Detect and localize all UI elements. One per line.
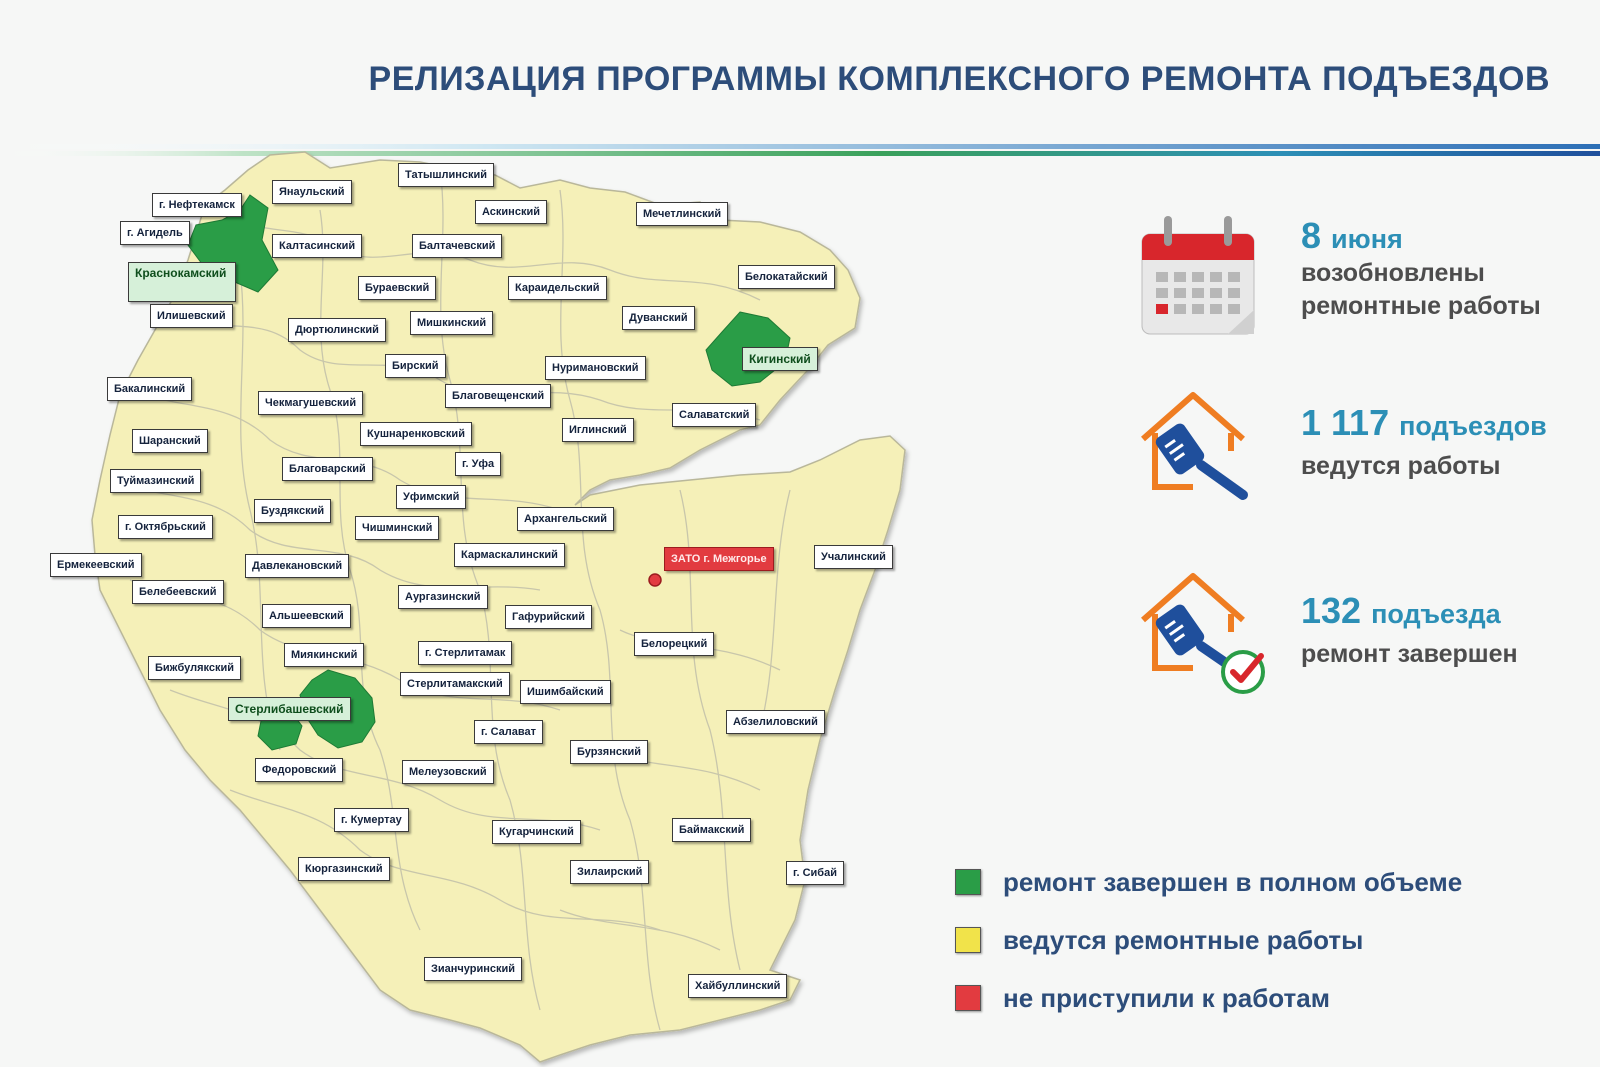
- region-label[interactable]: Бураевский: [358, 276, 437, 300]
- region-label[interactable]: Баймакский: [672, 818, 752, 842]
- legend-label: ведутся ремонтные работы: [1003, 924, 1364, 955]
- house-brush-check-icon: [1141, 573, 1265, 694]
- region-label[interactable]: г. Сибай: [786, 861, 844, 885]
- legend-label: ремонт завершен в полном объеме: [1003, 866, 1463, 897]
- ongoing-count: 1 117: [1301, 402, 1390, 443]
- region-label[interactable]: Кушнаренковский: [360, 422, 472, 446]
- region-label[interactable]: Стерлитамакский: [400, 672, 510, 696]
- legend-swatch-green: [955, 869, 981, 895]
- region-label[interactable]: Бирский: [385, 354, 446, 378]
- region-label[interactable]: Альшеевский: [262, 604, 351, 628]
- region-label[interactable]: Федоровский: [255, 758, 344, 782]
- region-label[interactable]: Зианчуринский: [424, 957, 523, 981]
- region-label[interactable]: Кюргазинский: [298, 857, 390, 881]
- region-label[interactable]: Гафурийский: [505, 605, 593, 629]
- legend-item-in-progress: ведутся ремонтные работы: [955, 924, 1363, 956]
- region-label[interactable]: Мечетлинский: [636, 202, 729, 226]
- legend-swatch-yellow: [955, 927, 981, 953]
- region-label[interactable]: Туймазинский: [110, 469, 202, 493]
- region-label[interactable]: Шаранский: [132, 429, 208, 453]
- region-label[interactable]: г. Уфа: [455, 452, 502, 476]
- region-label[interactable]: Янаульский: [272, 180, 352, 204]
- region-label[interactable]: Татышлинский: [398, 163, 495, 187]
- region-label[interactable]: г. Нефтекамск: [152, 193, 242, 217]
- legend-swatch-red: [955, 985, 981, 1011]
- region-label[interactable]: Чишминский: [355, 516, 440, 540]
- region-label[interactable]: Хайбуллинский: [688, 974, 788, 998]
- region-label[interactable]: Аургазинский: [398, 585, 488, 609]
- resume-date-day: 8: [1301, 215, 1322, 256]
- region-label[interactable]: Зилаирский: [570, 860, 650, 884]
- region-label[interactable]: Учалинский: [814, 545, 893, 569]
- region-label[interactable]: Балтачевский: [412, 234, 503, 258]
- region-label[interactable]: Архангельский: [517, 507, 614, 531]
- region-label[interactable]: Бурзянский: [570, 740, 648, 764]
- page-title: РЕЛИЗАЦИЯ ПРОГРАММЫ КОМПЛЕКСНОГО РЕМОНТА…: [368, 60, 1550, 98]
- calendar-icon: [1141, 216, 1255, 335]
- region-label[interactable]: Бижбулякский: [148, 656, 242, 680]
- resume-date-month: июня: [1331, 224, 1403, 254]
- header-divider: [0, 144, 1600, 156]
- region-label[interactable]: Абзелиловский: [726, 710, 825, 734]
- region-label[interactable]: Калтасинский: [272, 234, 363, 258]
- region-label[interactable]: Уфимский: [396, 485, 467, 509]
- region-label-not-started[interactable]: ЗАТО г. Межгорье: [664, 547, 774, 571]
- region-label[interactable]: Ишимбайский: [520, 680, 611, 704]
- region-label[interactable]: Благовещенский: [445, 384, 552, 408]
- region-label[interactable]: Давлекановский: [245, 554, 350, 578]
- region-label[interactable]: Мишкинский: [410, 311, 494, 335]
- region-label[interactable]: г. Стерлитамак: [418, 641, 513, 665]
- region-label[interactable]: г. Агидель: [120, 221, 190, 245]
- region-label-done[interactable]: Кигинский: [742, 347, 818, 371]
- region-label[interactable]: Кармаскалинский: [454, 543, 565, 567]
- region-label[interactable]: Миякинский: [284, 643, 365, 667]
- region-label[interactable]: г. Салават: [474, 720, 544, 744]
- ongoing-info: 1 117 подъездов ведутся работы: [1135, 402, 1595, 483]
- region-label[interactable]: Белебеевский: [132, 580, 224, 604]
- resume-info: 8 июня возобновлены ремонтные работы: [1135, 215, 1595, 323]
- region-label[interactable]: Салаватский: [672, 403, 757, 427]
- completed-count: 132: [1301, 590, 1362, 631]
- region-label[interactable]: Иглинский: [562, 418, 634, 442]
- region-label[interactable]: Буздякский: [254, 499, 332, 523]
- legend-item-not-started: не приступили к работам: [955, 982, 1330, 1014]
- ongoing-desc: ведутся работы: [1301, 452, 1501, 480]
- resume-line1: возобновлены: [1301, 259, 1485, 287]
- region-label[interactable]: Белокатайский: [738, 265, 835, 289]
- region-label[interactable]: Илишевский: [150, 304, 233, 328]
- region-label[interactable]: г. Октябрьский: [118, 515, 213, 539]
- region-label-done[interactable]: Стерлибашевский: [228, 697, 351, 721]
- completed-desc: ремонт завершен: [1301, 640, 1518, 668]
- region-label[interactable]: Аскинский: [475, 200, 547, 224]
- ongoing-unit: подъездов: [1399, 411, 1547, 441]
- region-label[interactable]: Дюртюлинский: [288, 318, 386, 342]
- region-label[interactable]: Нуримановский: [545, 356, 646, 380]
- legend-label: не приступили к работам: [1003, 982, 1330, 1013]
- region-label-done[interactable]: Краснокамский: [128, 262, 236, 302]
- region-label[interactable]: Бакалинский: [107, 377, 193, 401]
- region-label[interactable]: Благоварский: [282, 457, 373, 481]
- region-label[interactable]: Ермекеевский: [50, 553, 142, 577]
- region-label[interactable]: Чекмагушевский: [258, 391, 364, 415]
- region-label[interactable]: г. Кумертау: [334, 808, 409, 832]
- resume-line2: ремонтные работы: [1301, 292, 1541, 320]
- region-label[interactable]: Кугарчинский: [492, 820, 581, 844]
- region-label[interactable]: Караидельский: [508, 276, 607, 300]
- house-brush-icon: [1141, 392, 1248, 500]
- mezhgorye-marker: [648, 573, 662, 587]
- legend-item-done: ремонт завершен в полном объеме: [955, 866, 1462, 898]
- completed-unit: подъезда: [1371, 599, 1501, 629]
- district-borders: [109, 169, 791, 1031]
- region-label[interactable]: Мелеузовский: [402, 760, 494, 784]
- region-label[interactable]: Белорецкий: [634, 632, 715, 656]
- completed-info: 132 подъезда ремонт завершен: [1135, 590, 1595, 671]
- region-label[interactable]: Дуванский: [622, 306, 695, 330]
